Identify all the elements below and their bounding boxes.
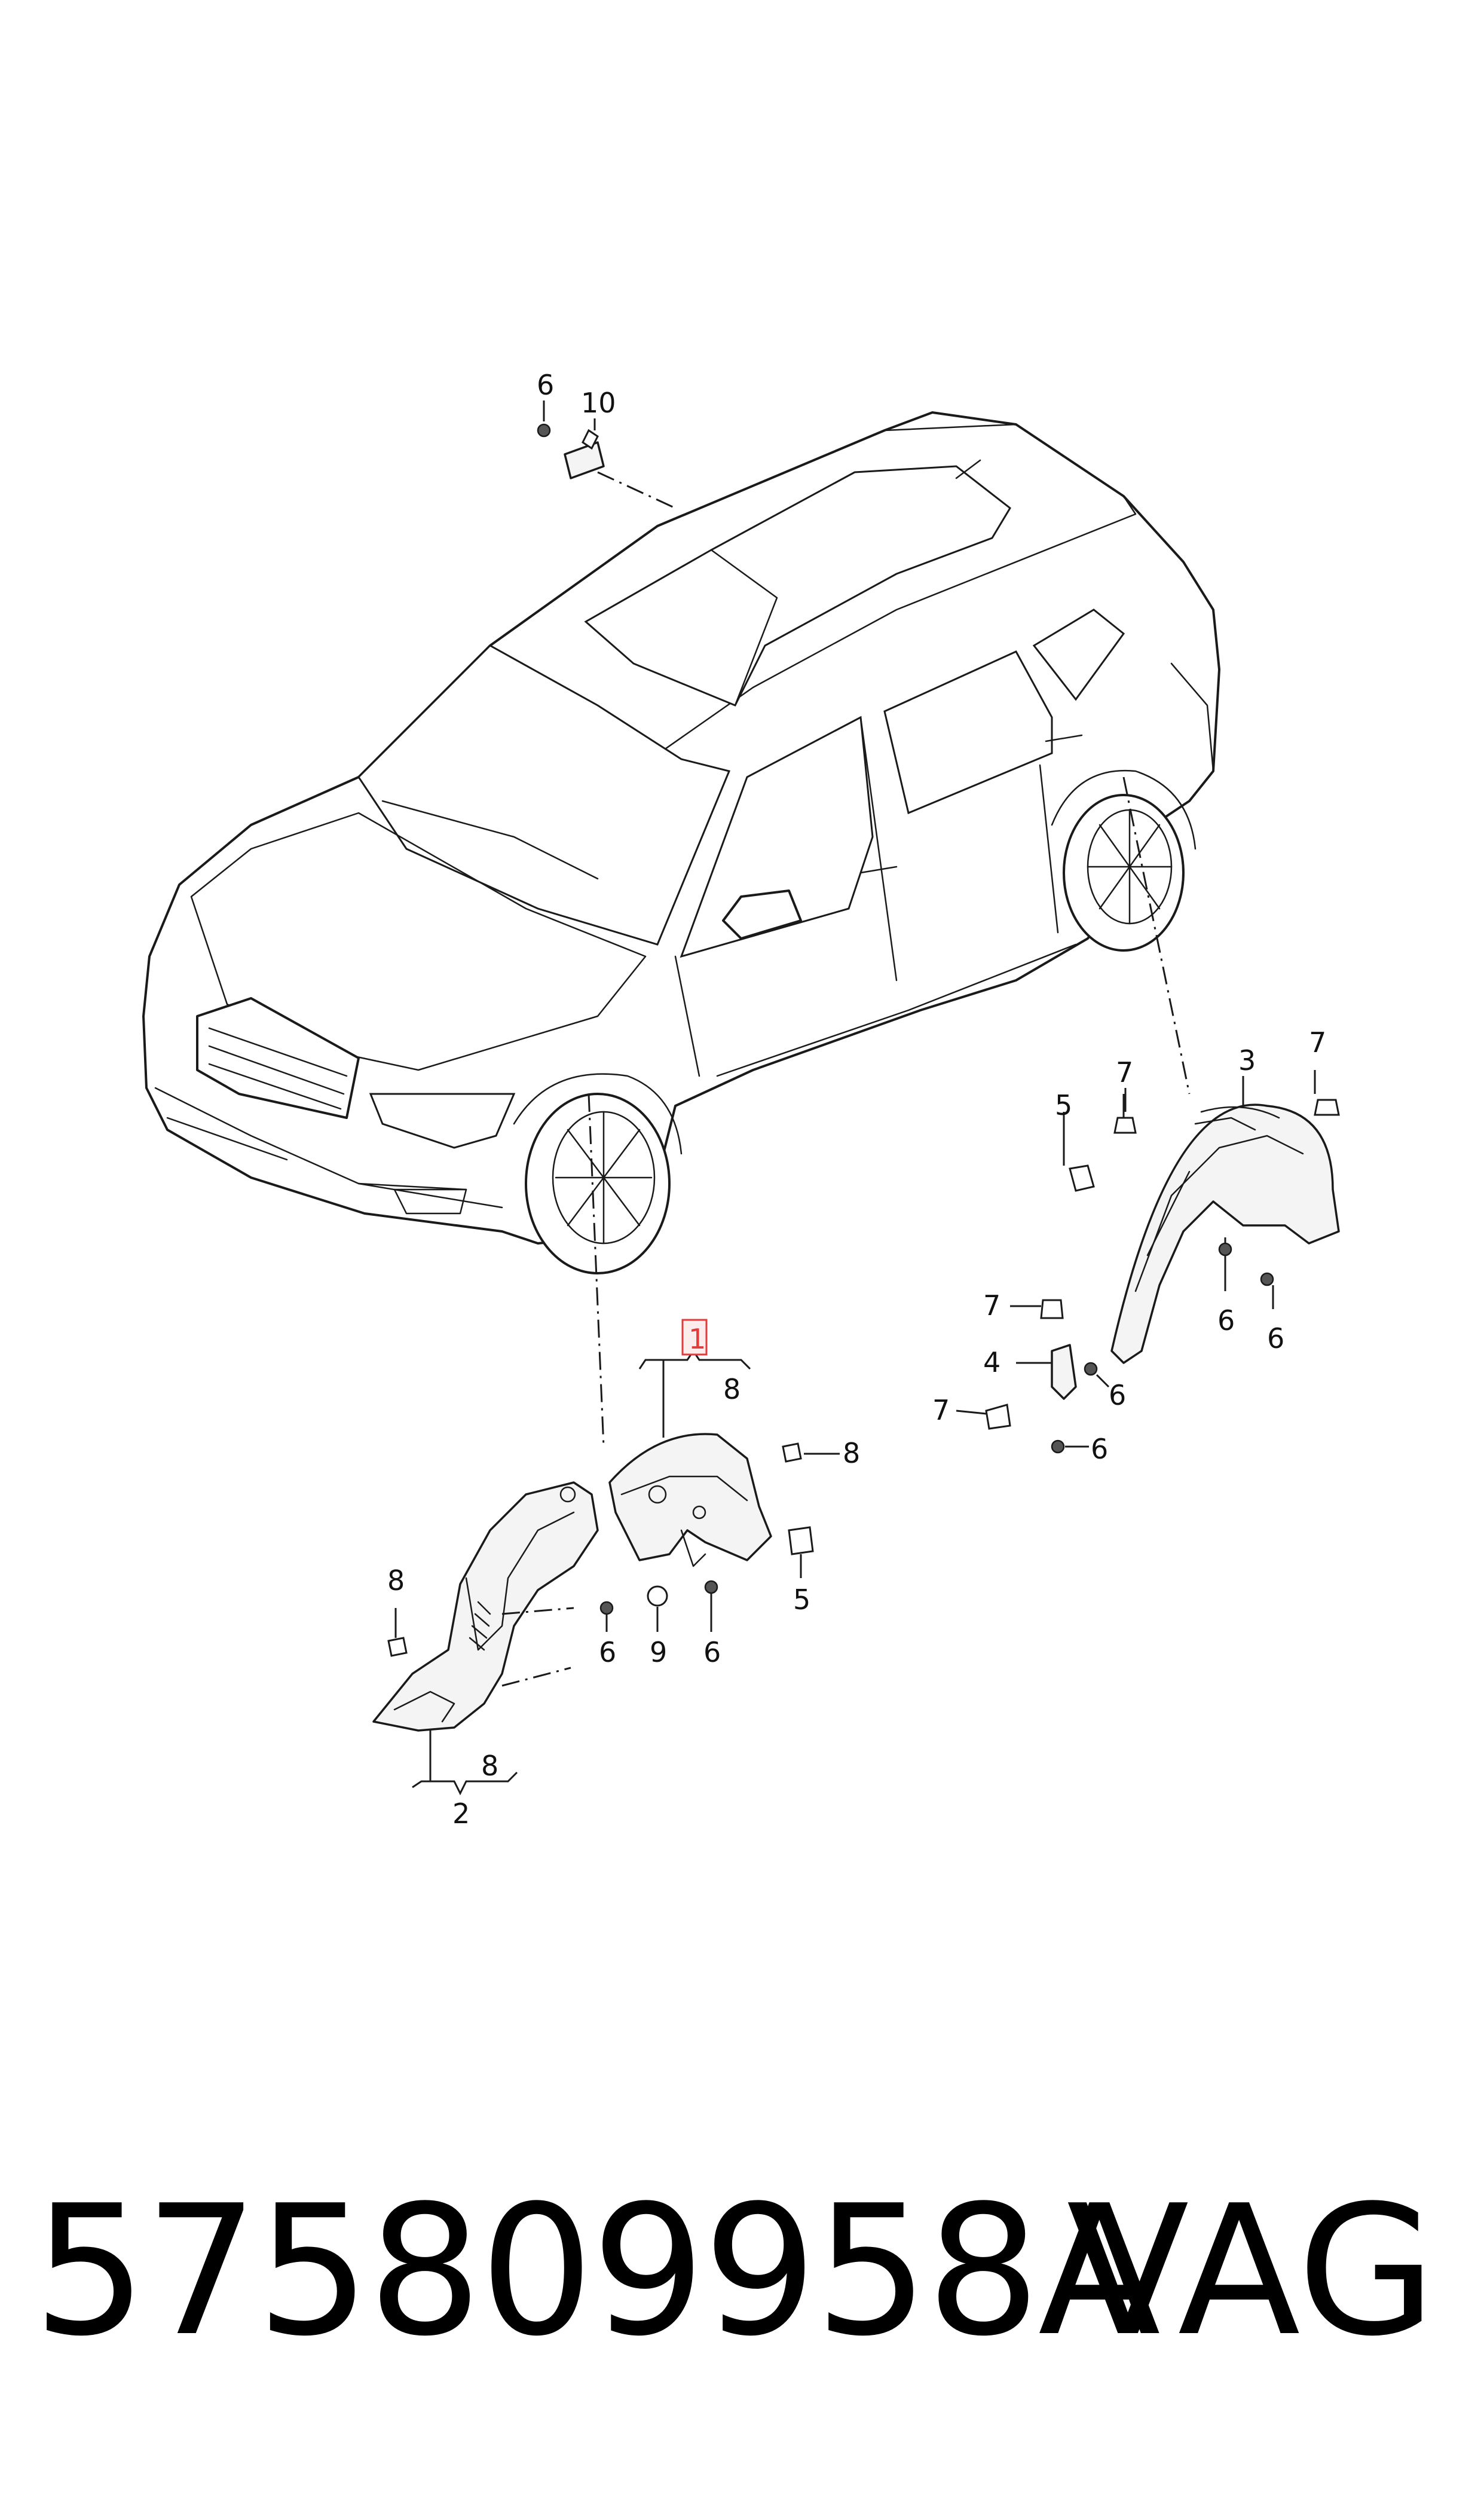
vehicle-illustration	[142, 411, 1220, 1274]
callout-7-rear-a: 7	[1116, 1056, 1133, 1089]
callout-6-rear-a: 6	[1217, 1304, 1235, 1337]
leader-lines	[588, 471, 1191, 1447]
nut-5-front	[788, 1526, 814, 1578]
callout-7-rear-c: 7	[983, 1289, 1000, 1322]
bolt-6-rear-b	[1260, 1272, 1274, 1309]
callout-8-front-a: 8	[723, 1373, 741, 1405]
part-1-front-liner-front-section	[608, 1433, 772, 1567]
nut-8-front-left	[387, 1608, 408, 1657]
callout-6-rear-b: 6	[1267, 1322, 1284, 1355]
callout-4: 4	[983, 1346, 1000, 1378]
callout-2: 2	[452, 1797, 470, 1830]
callout-6-front-a: 6	[703, 1636, 721, 1668]
callout-5-rear: 5	[1055, 1089, 1072, 1121]
callout-7-rear-b: 7	[1309, 1026, 1326, 1059]
part-10-sensor-bracket	[537, 401, 605, 479]
callout-3: 3	[1238, 1044, 1256, 1077]
bolt-6-front-a	[704, 1580, 718, 1632]
callout-5-front: 5	[793, 1583, 810, 1616]
callout-1-highlight-box	[681, 1319, 708, 1356]
footer: 575809958A VAG	[0, 2176, 1484, 2367]
callout-6-front-b: 6	[599, 1636, 616, 1668]
bolt-6-front-b	[599, 1601, 614, 1632]
callout-2-bracket	[412, 1731, 518, 1796]
callout-10: 10	[581, 387, 616, 419]
nut-9	[647, 1585, 668, 1632]
callout-6-rear-d: 6	[1091, 1433, 1108, 1465]
nut-8-front-right	[782, 1442, 840, 1463]
callout-8-front-b: 8	[843, 1437, 860, 1469]
callout-6-top: 6	[537, 369, 554, 401]
part-4-bracket	[956, 1299, 1110, 1454]
callout-1: 1	[689, 1323, 706, 1355]
part-2-front-liner-rear-section	[372, 1481, 599, 1732]
brand-label: VAG	[1066, 2167, 1436, 2376]
nut-5-rear	[1063, 1112, 1095, 1192]
callout-8-front-c: 8	[387, 1564, 405, 1597]
callout-9: 9	[650, 1636, 667, 1668]
bolt-6-rear-a	[1218, 1242, 1232, 1291]
callout-8-front-d: 8	[481, 1750, 498, 1782]
callout-6-rear-c: 6	[1109, 1379, 1126, 1411]
clip-7-rear-a	[1113, 1088, 1137, 1134]
part-number: 575809958A	[33, 2167, 1161, 2376]
callout-7-rear-d: 7	[932, 1394, 950, 1426]
clip-7-rear-b	[1314, 1099, 1340, 1116]
